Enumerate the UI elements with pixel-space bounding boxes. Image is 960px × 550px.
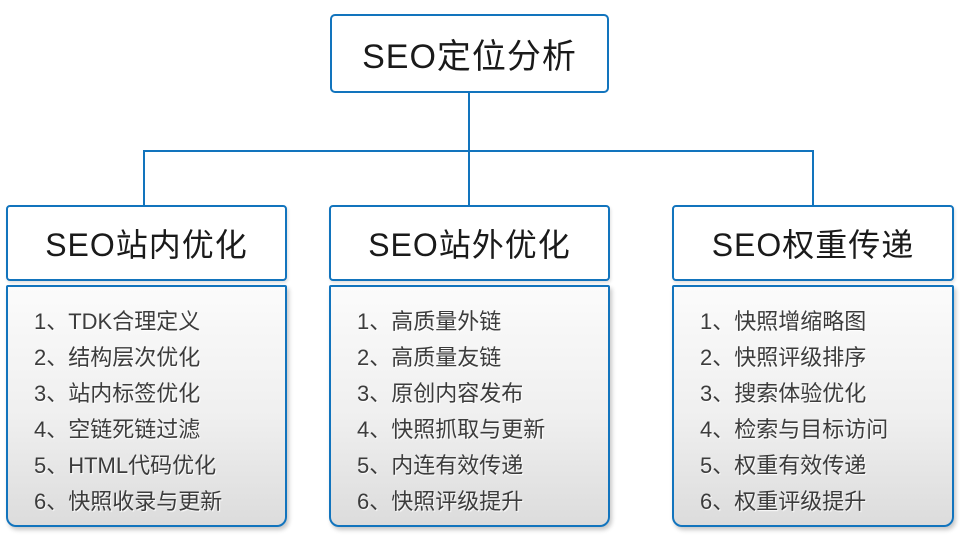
column-header-offsite-title: SEO站外优化 xyxy=(368,227,571,263)
list-item: 1、快照增缩略图 xyxy=(700,309,867,334)
list-item: 6、权重评级提升 xyxy=(700,489,867,514)
panel-offsite-list: 1、高质量外链 2、高质量友链 3、原创内容发布 4、快照抓取与更新 5、内连有… xyxy=(329,285,610,527)
list-item: 2、高质量友链 xyxy=(357,345,502,370)
list-item: 6、快照收录与更新 xyxy=(34,489,223,514)
panel-onsite-list: 1、TDK合理定义 2、结构层次优化 3、站内标签优化 4、空链死链过滤 5、H… xyxy=(6,285,287,527)
list-item: 6、快照评级提升 xyxy=(357,489,524,514)
column-header-onsite-title: SEO站内优化 xyxy=(45,227,248,263)
column-header-weight-title: SEO权重传递 xyxy=(711,227,915,263)
column-header-weight: SEO权重传递 xyxy=(672,205,954,281)
list-item: 1、TDK合理定义 xyxy=(34,309,201,334)
list-item: 4、检索与目标访问 xyxy=(700,417,889,442)
connector-right-drop xyxy=(812,150,814,206)
list-item: 5、权重有效传递 xyxy=(700,453,867,478)
list-item: 1、高质量外链 xyxy=(357,309,502,334)
list-item: 2、快照评级排序 xyxy=(700,345,867,370)
list-item: 3、搜索体验优化 xyxy=(700,381,867,406)
list-item: 4、快照抓取与更新 xyxy=(357,417,546,442)
panel-weight-list: 1、快照增缩略图 2、快照评级排序 3、搜索体验优化 4、检索与目标访问 5、权… xyxy=(672,285,954,527)
list-item: 5、内连有效传递 xyxy=(357,453,524,478)
column-header-onsite: SEO站内优化 xyxy=(6,205,287,281)
connector-left-drop xyxy=(143,150,145,206)
list-item: 2、结构层次优化 xyxy=(34,345,201,370)
connector-root-stem xyxy=(468,93,470,206)
connector-horizontal-bar xyxy=(143,150,814,152)
root-node: SEO定位分析 xyxy=(330,14,609,93)
list-item: 4、空链死链过滤 xyxy=(34,417,201,442)
column-header-offsite: SEO站外优化 xyxy=(329,205,610,281)
list-item: 5、HTML代码优化 xyxy=(34,453,217,478)
list-item: 3、站内标签优化 xyxy=(34,381,201,406)
list-item: 3、原创内容发布 xyxy=(357,381,524,406)
root-node-title: SEO定位分析 xyxy=(362,38,577,76)
